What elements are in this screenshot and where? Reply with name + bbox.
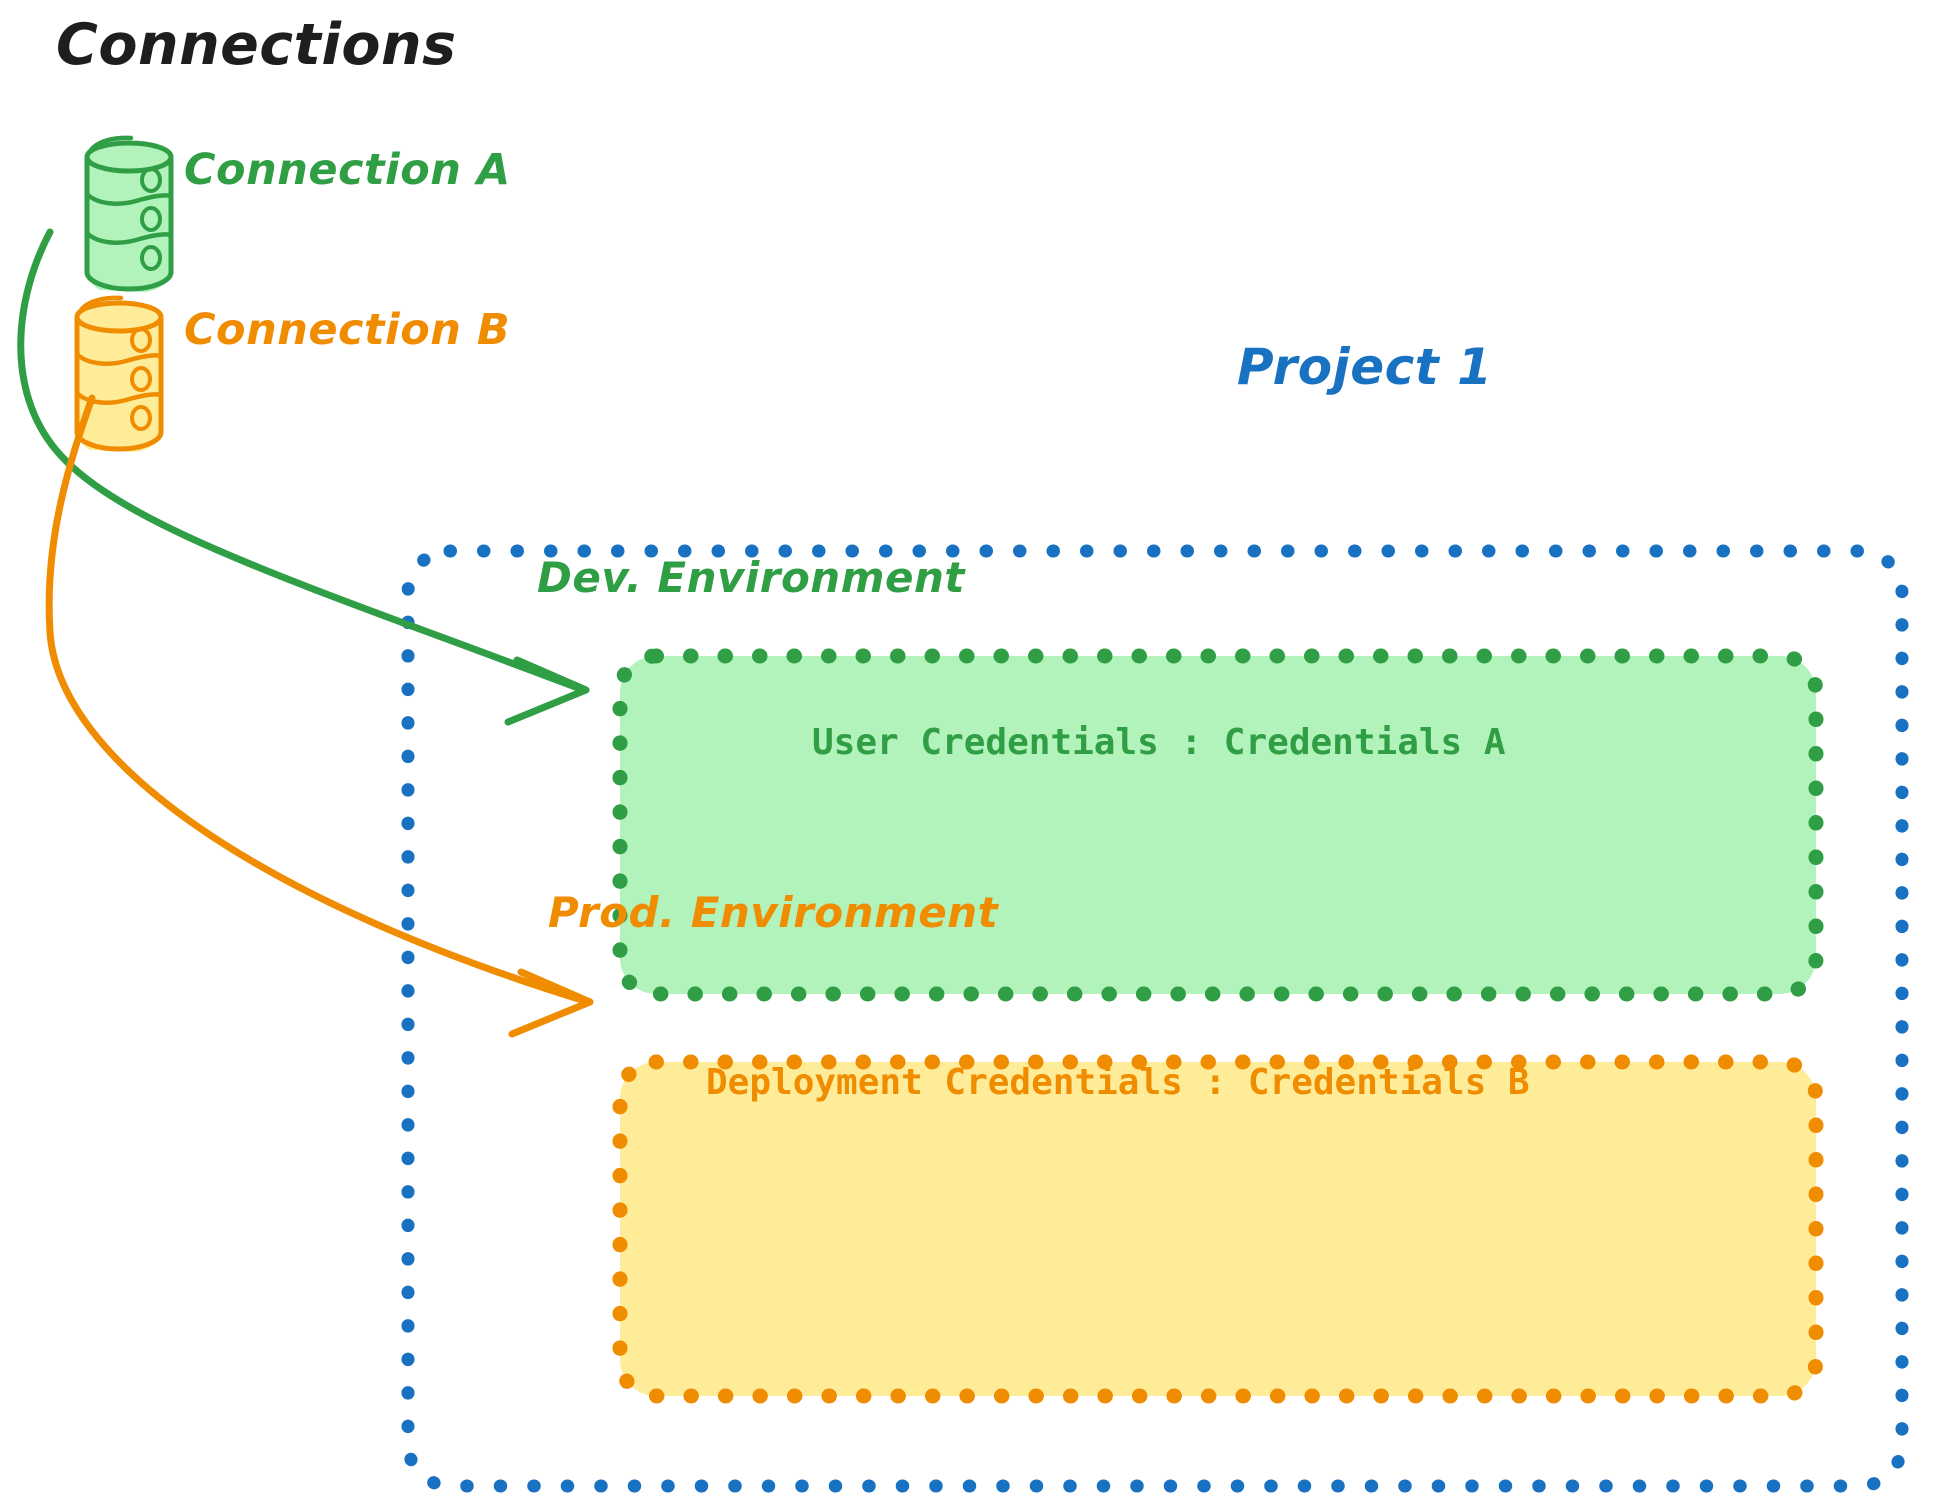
database-cylinder-icon-connection-a[interactable]	[84, 135, 174, 292]
project-container-border	[401, 544, 1909, 1493]
dev-environment-box	[612, 648, 1824, 1002]
arrow-connection-a-to-dev-environment	[17, 228, 590, 726]
dev-environment-title: Dev. Environment	[537, 553, 965, 602]
prod-environment-box	[612, 1054, 1824, 1404]
connection-a-label[interactable]: Connection A	[184, 145, 511, 195]
dev-environment-credentials: User Credentials : Credentials A	[812, 722, 1506, 763]
prod-environment-credentials: Deployment Credentials : Credentials B	[706, 1062, 1530, 1103]
project-title: Project 1	[1237, 338, 1493, 396]
prod-environment-title: Prod. Environment	[548, 888, 999, 937]
database-cylinder-icon-connection-b[interactable]	[74, 295, 164, 452]
page-title: Connections	[56, 12, 457, 78]
arrow-connection-b-to-prod-environment	[45, 394, 594, 1038]
connection-b-label[interactable]: Connection B	[184, 305, 511, 355]
